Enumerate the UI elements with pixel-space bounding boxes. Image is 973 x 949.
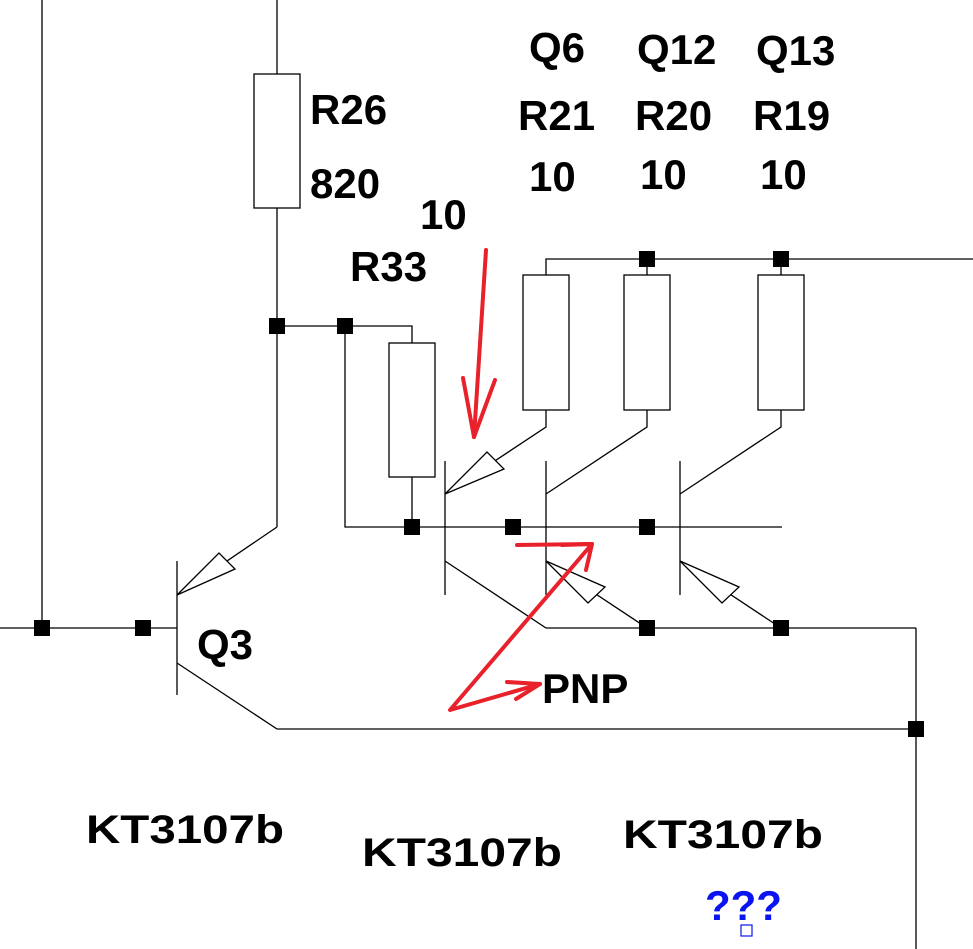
label-r33-ref: R33 [350, 243, 427, 290]
red-arrow-down-icon [461, 248, 497, 439]
label-r26-value: 820 [310, 160, 380, 207]
label-r21-value: 10 [529, 153, 576, 200]
transistor-q3[interactable] [176, 552, 237, 695]
label-r33-value: 10 [420, 191, 467, 238]
resistor-r19[interactable] [757, 274, 805, 411]
junction-dot [135, 620, 151, 636]
resistors [253, 73, 805, 478]
resistor-r26[interactable] [253, 73, 301, 209]
label-r19-ref: R19 [753, 92, 830, 139]
q6-emitter-arrow-icon [444, 451, 506, 495]
label-part-q3: KT3107b [86, 808, 284, 852]
label-q3-ref: Q3 [197, 621, 253, 668]
q13-emitter-arrow-icon [679, 560, 741, 604]
wire-q3-collector [176, 662, 916, 730]
wire-q6-collector [444, 560, 916, 629]
wire-base-drop [344, 326, 782, 528]
wire-r20-q12 [545, 410, 648, 495]
transistors [176, 451, 741, 695]
wire-r33-feed [277, 325, 413, 343]
label-r26-ref: R26 [310, 86, 387, 133]
label-q12-ref: Q12 [637, 26, 716, 73]
transistor-q12[interactable] [545, 461, 607, 604]
wire-top-rail [545, 258, 973, 275]
junction-dot [639, 519, 655, 535]
text-cursor-box [740, 924, 753, 937]
red-arrow-up-icon [448, 542, 594, 712]
resistor-r20[interactable] [623, 274, 671, 411]
junction-dot [639, 251, 655, 267]
junctions [34, 251, 924, 737]
label-r19-value: 10 [760, 151, 807, 198]
label-pnp: PNP [542, 665, 628, 712]
label-q6-ref: Q6 [529, 24, 585, 71]
junction-dot [639, 620, 655, 636]
junction-dot [34, 620, 50, 636]
label-r20-value: 10 [640, 151, 687, 198]
label-part-q6: KT3107b [362, 831, 562, 875]
junction-dot [773, 251, 789, 267]
q12-emitter-arrow-icon [545, 560, 607, 604]
resistor-r21[interactable] [522, 274, 570, 411]
junction-dot [773, 620, 789, 636]
junction-dot [505, 519, 521, 535]
resistor-r33[interactable] [388, 342, 436, 478]
labels: R26 820 10 R33 Q6 Q12 Q13 R21 R20 R19 10… [86, 24, 835, 937]
junction-dot [404, 519, 420, 535]
label-question: ??? [705, 882, 782, 929]
transistor-q6[interactable] [444, 451, 506, 595]
label-r21-ref: R21 [518, 92, 595, 139]
label-r20-ref: R20 [635, 92, 712, 139]
junction-dot [337, 318, 353, 334]
q3-emitter-arrow-icon [176, 552, 237, 596]
junction-dot [908, 721, 924, 737]
label-q13-ref: Q13 [756, 27, 835, 74]
wire-r19-q13 [679, 410, 782, 495]
annotation-arrows [448, 248, 594, 712]
label-part-q12-q13: KT3107b [623, 813, 823, 857]
transistor-q13[interactable] [679, 461, 741, 604]
junction-dot [269, 318, 285, 334]
